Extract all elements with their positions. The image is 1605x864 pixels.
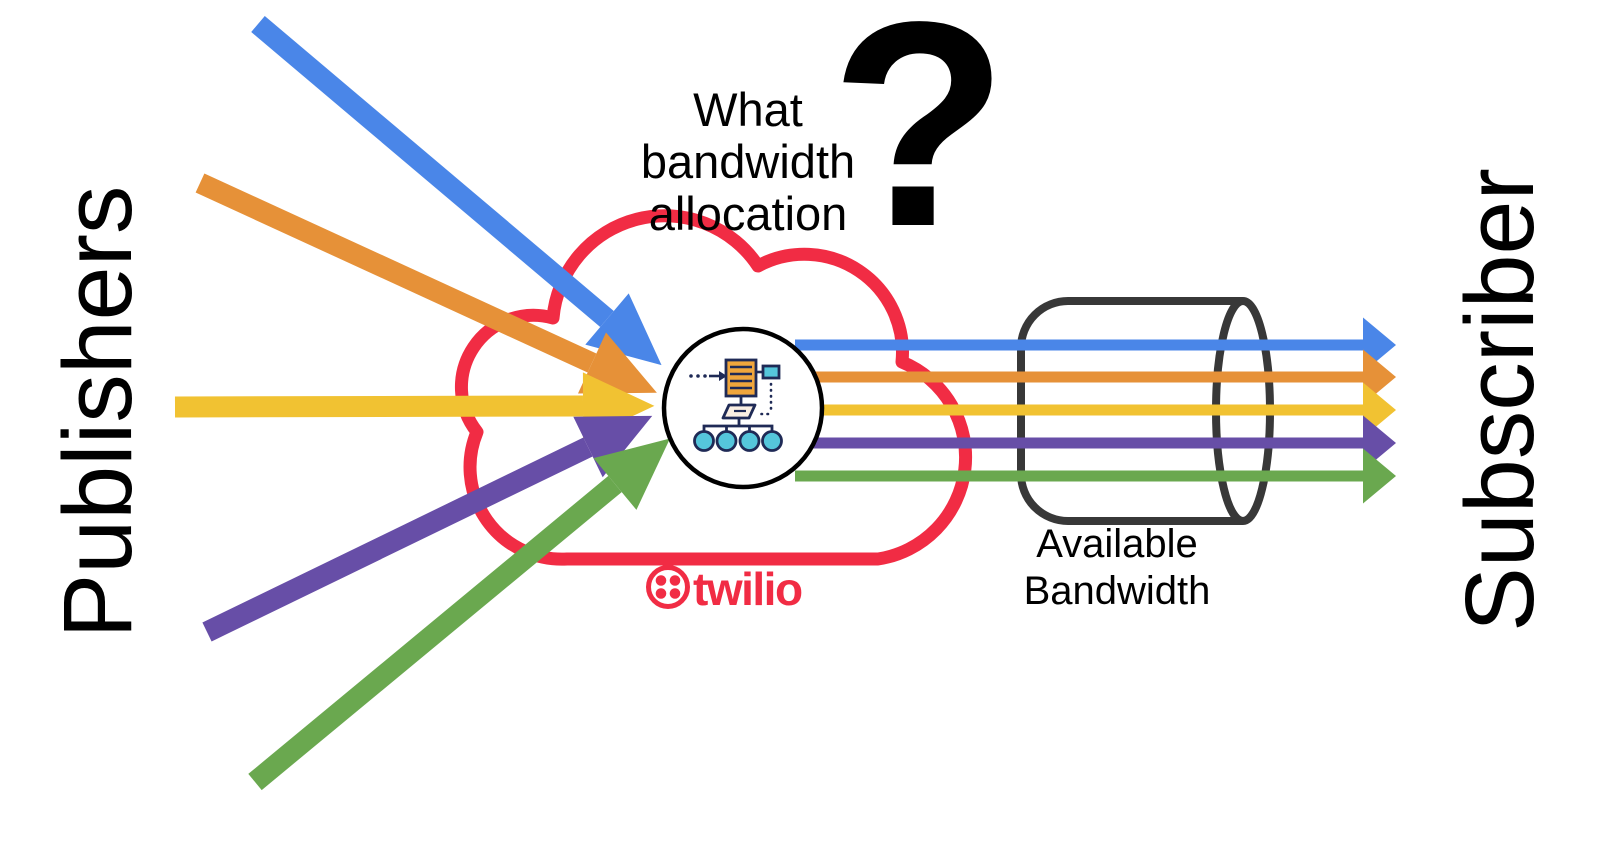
publisher-arrows <box>174 15 671 791</box>
publishers-label: Publishers <box>43 185 152 639</box>
publisher-arrow-yellow <box>174 372 655 440</box>
available-bandwidth-label: Available Bandwidth <box>1023 522 1211 613</box>
allocated-streams <box>795 317 1396 504</box>
subscriber-label: Subscriber <box>1445 168 1554 632</box>
publisher-arrow-green <box>248 438 671 791</box>
publisher-arrow-orange <box>195 173 657 394</box>
question-title: What bandwidth allocation <box>640 83 856 240</box>
network-allocator-icon <box>689 358 783 452</box>
twilio-logo-mark <box>646 565 690 609</box>
twilio-wordmark: twilio <box>693 563 803 615</box>
publisher-arrow-purple <box>202 415 653 642</box>
question-mark: ? <box>830 0 1009 287</box>
publisher-arrow-blue <box>251 15 662 366</box>
